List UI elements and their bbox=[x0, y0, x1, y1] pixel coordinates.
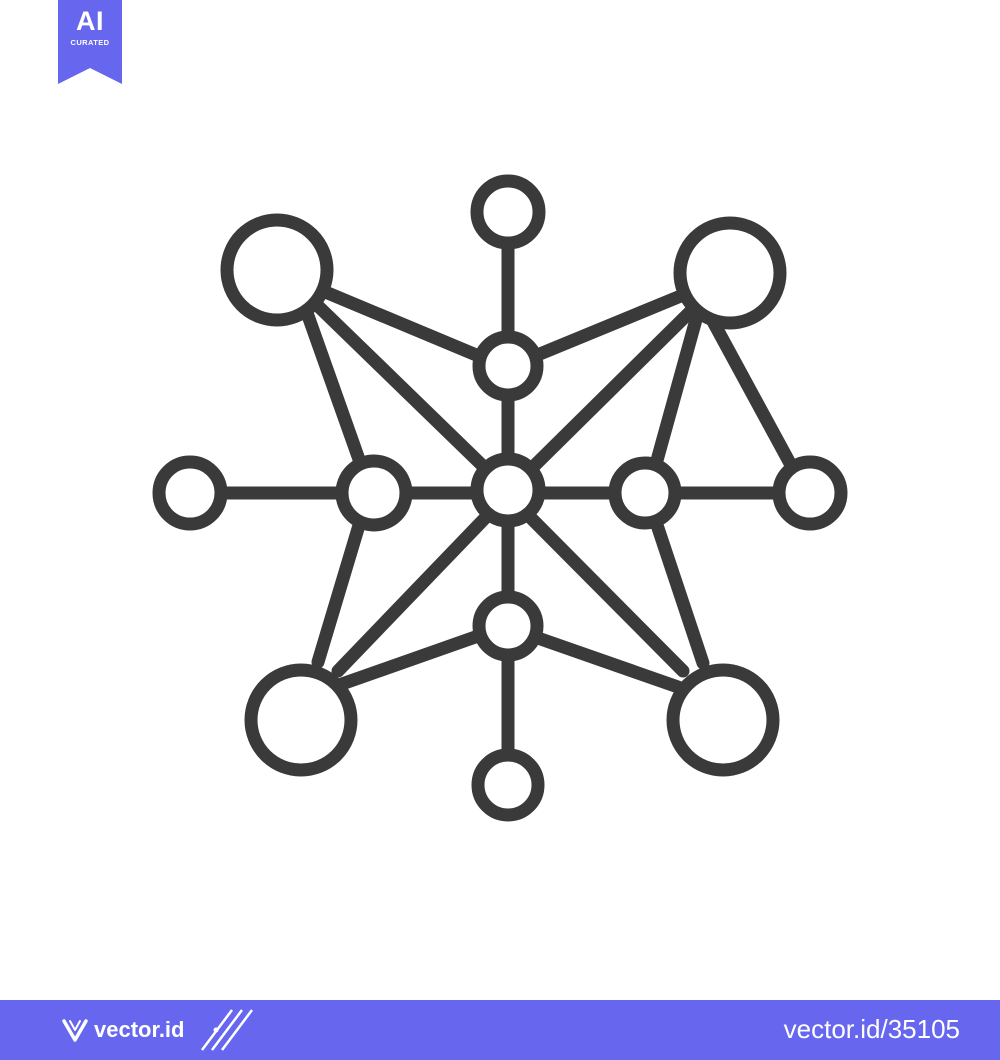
node bbox=[472, 330, 544, 402]
v-logo-icon bbox=[62, 1019, 88, 1042]
node bbox=[244, 663, 358, 777]
node bbox=[470, 452, 546, 528]
edge bbox=[528, 286, 695, 363]
node bbox=[472, 590, 544, 662]
edge bbox=[316, 284, 488, 364]
edge bbox=[528, 630, 685, 694]
node bbox=[666, 663, 780, 777]
footer-bar: vector.id vector.id/35105 bbox=[0, 1000, 1000, 1060]
ribbon-icon bbox=[58, 0, 122, 84]
node bbox=[608, 456, 682, 530]
edge bbox=[522, 298, 704, 478]
edge bbox=[310, 298, 494, 477]
node bbox=[772, 455, 848, 531]
edge bbox=[299, 303, 368, 472]
network-nodes-icon bbox=[152, 174, 848, 822]
network-nodes bbox=[152, 174, 848, 822]
ai-curated-badge: AI CURATED bbox=[58, 0, 122, 84]
node bbox=[335, 454, 413, 532]
footer-brand: vector.id bbox=[62, 1009, 258, 1051]
edge bbox=[521, 508, 690, 678]
edge bbox=[332, 628, 488, 692]
node bbox=[220, 213, 334, 327]
network-edges bbox=[216, 236, 799, 762]
footer-brand-text: vector.id bbox=[94, 1017, 185, 1042]
slash-lines-icon bbox=[201, 1009, 254, 1051]
badge-title: AI bbox=[76, 6, 104, 36]
edge bbox=[703, 309, 799, 474]
edge bbox=[649, 309, 704, 471]
edge bbox=[331, 508, 495, 678]
node bbox=[471, 748, 545, 822]
footer-item-id: vector.id/35105 bbox=[783, 1014, 960, 1044]
node bbox=[152, 455, 228, 531]
node bbox=[470, 174, 546, 250]
node bbox=[673, 216, 787, 330]
edge bbox=[311, 515, 367, 669]
edge bbox=[649, 515, 710, 670]
badge-subtitle: CURATED bbox=[70, 38, 110, 47]
